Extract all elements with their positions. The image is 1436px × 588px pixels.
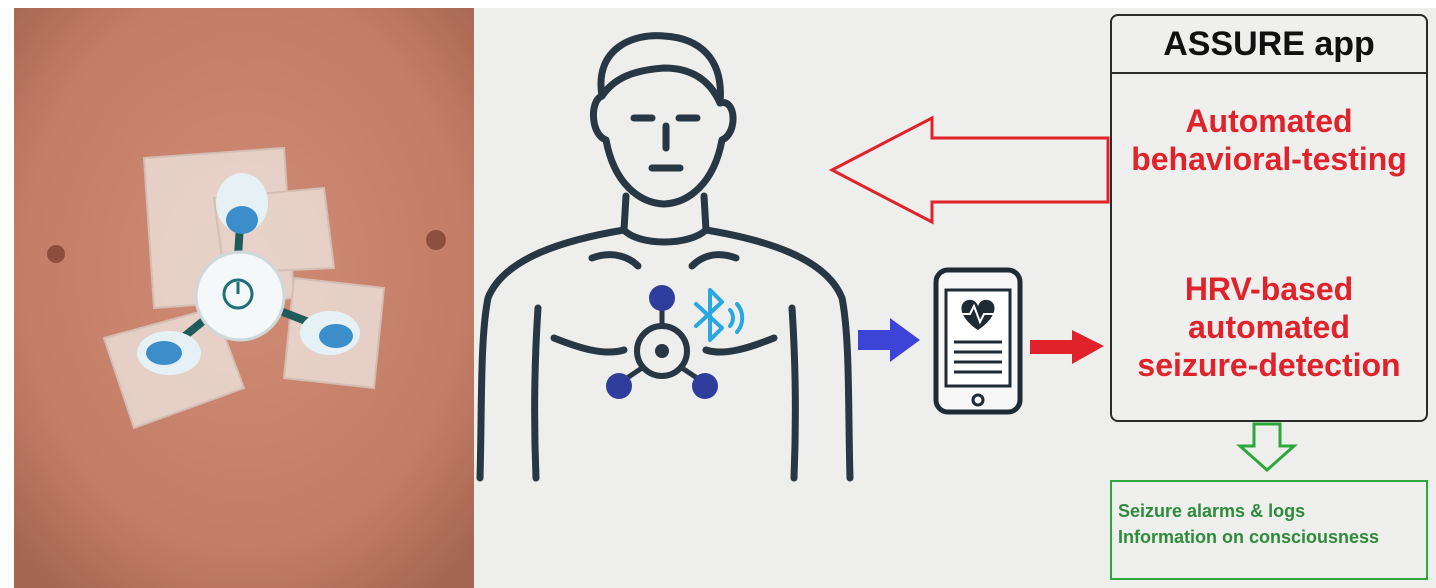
label-line: behavioral-testing: [1112, 140, 1426, 178]
seizure-detection-label: HRV-based automated seizure-detection: [1112, 270, 1426, 384]
sensor-central-unit: [196, 252, 284, 340]
label-line: HRV-based: [1112, 270, 1426, 308]
assure-app-box: ASSURE app Automated behavioral-testing …: [1110, 14, 1428, 422]
upload-arrow-icon: [1030, 330, 1104, 364]
output-line-alarms: Seizure alarms & logs: [1118, 498, 1426, 524]
behavioral-testing-label: Automated behavioral-testing: [1112, 102, 1426, 178]
data-flow-arrow-icon: [858, 318, 920, 362]
person-outline-icon: [480, 36, 850, 478]
wearable-sensor-icon: [606, 285, 718, 399]
schematic-diagram: ASSURE app Automated behavioral-testing …: [474, 8, 1436, 588]
label-line: seizure-detection: [1112, 346, 1426, 384]
label-line: Automated: [1112, 102, 1426, 140]
smartphone-icon: [936, 270, 1020, 412]
bluetooth-icon: [696, 290, 742, 340]
sensor-photo: [14, 8, 474, 588]
output-line-consciousness: Information on consciousness: [1118, 524, 1426, 550]
app-title: ASSURE app: [1112, 16, 1426, 74]
feedback-arrow-icon: [832, 118, 1108, 222]
label-line: automated: [1112, 308, 1426, 346]
output-arrow-icon: [1240, 424, 1294, 470]
output-box: Seizure alarms & logs Information on con…: [1110, 480, 1428, 580]
